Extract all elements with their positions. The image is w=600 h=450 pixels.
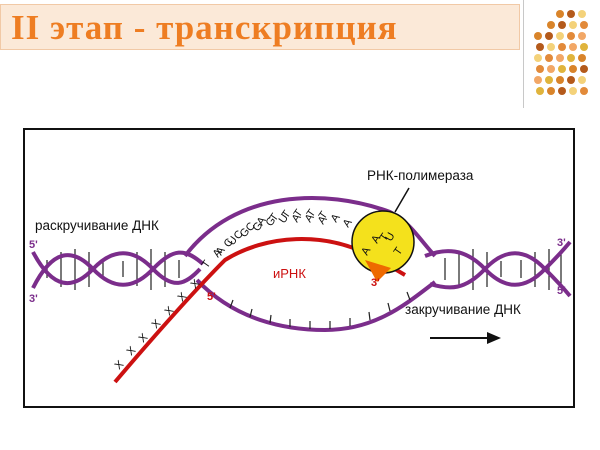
slide-title: II этап - транскрипция <box>11 8 398 47</box>
decor-dot <box>556 10 564 18</box>
decor-dot <box>569 21 577 29</box>
dna-lower-strand <box>195 278 437 333</box>
end-label-3-right: 3' <box>557 237 566 249</box>
dna-base-letter: A <box>341 216 355 229</box>
decor-dot <box>556 32 564 40</box>
dna-strand-left-a <box>31 251 202 286</box>
decor-dot <box>569 65 577 73</box>
dna-strand-right-a <box>424 240 572 287</box>
end-label-5-left: 5' <box>29 239 38 251</box>
decor-dot <box>536 43 544 51</box>
decor-dot <box>547 43 555 51</box>
end-label-3-left: 3' <box>29 293 38 305</box>
decor-dot <box>556 54 564 62</box>
lower-strand-ticks <box>229 291 411 329</box>
decor-dot <box>578 10 586 18</box>
dna-strand-left-b <box>31 250 205 289</box>
label-mrna: иРНК <box>273 266 306 281</box>
decorative-dot-grid <box>534 10 588 95</box>
divider-line <box>523 0 524 108</box>
dna-strand-right-b <box>429 251 572 298</box>
decor-dot <box>567 76 575 84</box>
decor-dot <box>534 54 542 62</box>
label-rewinding: закручивание ДНК <box>405 302 521 317</box>
decor-dot <box>558 21 566 29</box>
decor-dot <box>545 32 553 40</box>
decor-dot <box>556 76 564 84</box>
decor-dot <box>569 87 577 95</box>
decor-dot <box>545 76 553 84</box>
decor-dot <box>567 54 575 62</box>
decor-dot <box>534 32 542 40</box>
decor-dot <box>536 87 544 95</box>
decor-dot <box>578 54 586 62</box>
end-label-3-rna: 3' <box>371 277 380 289</box>
polymerase-arrowhead <box>365 260 391 282</box>
decor-dot <box>578 76 586 84</box>
decor-dot <box>547 65 555 73</box>
decor-dot <box>558 65 566 73</box>
decor-dot <box>580 21 588 29</box>
decor-dot <box>534 76 542 84</box>
decor-dot <box>580 43 588 51</box>
decor-dot <box>567 32 575 40</box>
decor-dot <box>558 87 566 95</box>
decor-dot <box>580 87 588 95</box>
decor-dot <box>547 21 555 29</box>
title-banner: II этап - транскрипция <box>0 4 520 50</box>
end-label-5-right: 5' <box>557 285 566 297</box>
decor-dot <box>567 10 575 18</box>
polymerase-pointer <box>394 187 410 213</box>
dna-upper-strand <box>183 195 437 258</box>
end-label-5-rna: 5' <box>207 291 216 303</box>
decor-dot <box>580 65 588 73</box>
label-polymerase: РНК-полимераза <box>367 168 474 183</box>
dot-grid-group <box>534 10 588 95</box>
direction-arrow-head <box>487 332 501 344</box>
decor-dot <box>545 54 553 62</box>
decor-dot <box>578 32 586 40</box>
rna-polymerase <box>351 210 415 274</box>
dna-base-letter: T <box>200 258 214 271</box>
decor-dot <box>536 65 544 73</box>
decor-dot <box>569 43 577 51</box>
label-unwinding: раскручивание ДНК <box>35 218 159 233</box>
decor-dot <box>558 43 566 51</box>
decor-dot <box>547 87 555 95</box>
